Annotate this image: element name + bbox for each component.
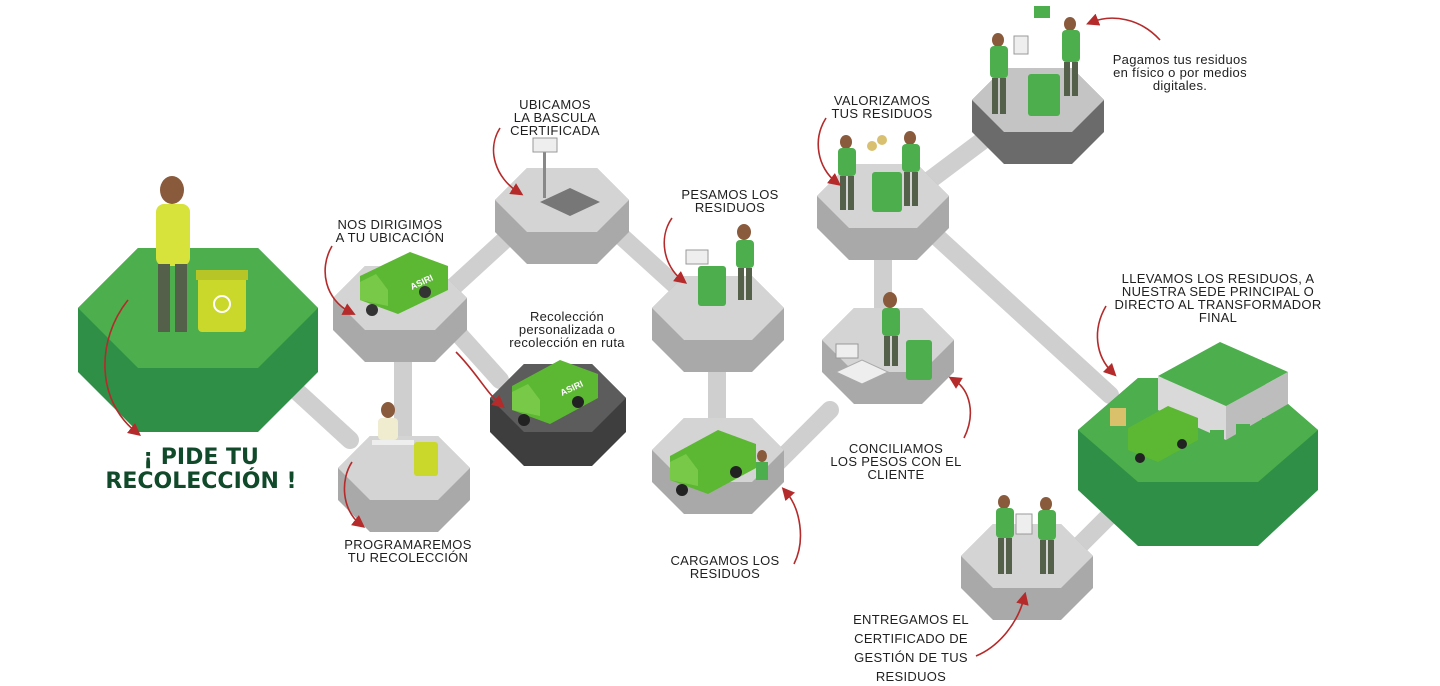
step-label-entregamos: ENTREGAMOS EL CERTIFICADO DE GESTIÓN DE … <box>844 610 978 686</box>
hex-entregamos <box>961 524 1093 620</box>
step-label-nos-dirigimos: NOS DIRIGIMOS A TU UBICACIÓN <box>320 218 460 244</box>
pipe <box>935 235 1110 395</box>
step-label-llevamos: LLEVAMOS LOS RESIDUOS, A NUESTRA SEDE PR… <box>1100 272 1336 324</box>
hex-ubicamos <box>495 168 629 264</box>
arrow <box>818 118 836 182</box>
pipe <box>930 135 990 180</box>
pipe <box>1080 515 1110 545</box>
step-label-recoleccion: Recolección personalizada o recolección … <box>494 310 640 349</box>
step-label-ubicamos: UBICAMOS LA BASCULA CERTIFICADA <box>490 98 620 137</box>
step-label-cargamos: CARGAMOS LOS RESIDUOS <box>660 554 790 580</box>
pipe <box>290 385 350 440</box>
arrow <box>1092 18 1160 40</box>
arrow <box>954 380 970 438</box>
step-label-pagamos: Pagamos tus residuos en físico o por med… <box>1100 53 1260 92</box>
call-to-action-title: ¡ PIDE TU RECOLECCIÓN ! <box>96 446 306 494</box>
hex-programaremos <box>338 436 470 532</box>
step-label-conciliamos: CONCILIAMOS LOS PESOS CON EL CLIENTE <box>826 442 966 481</box>
step-label-pesamos: PESAMOS LOS RESIDUOS <box>670 188 790 214</box>
step-label-valorizamos: VALORIZAMOS TUS RESIDUOS <box>814 94 950 120</box>
step-label-programaremos: PROGRAMAREMOS TU RECOLECCIÓN <box>328 538 488 564</box>
hex-platforms <box>78 68 1318 620</box>
